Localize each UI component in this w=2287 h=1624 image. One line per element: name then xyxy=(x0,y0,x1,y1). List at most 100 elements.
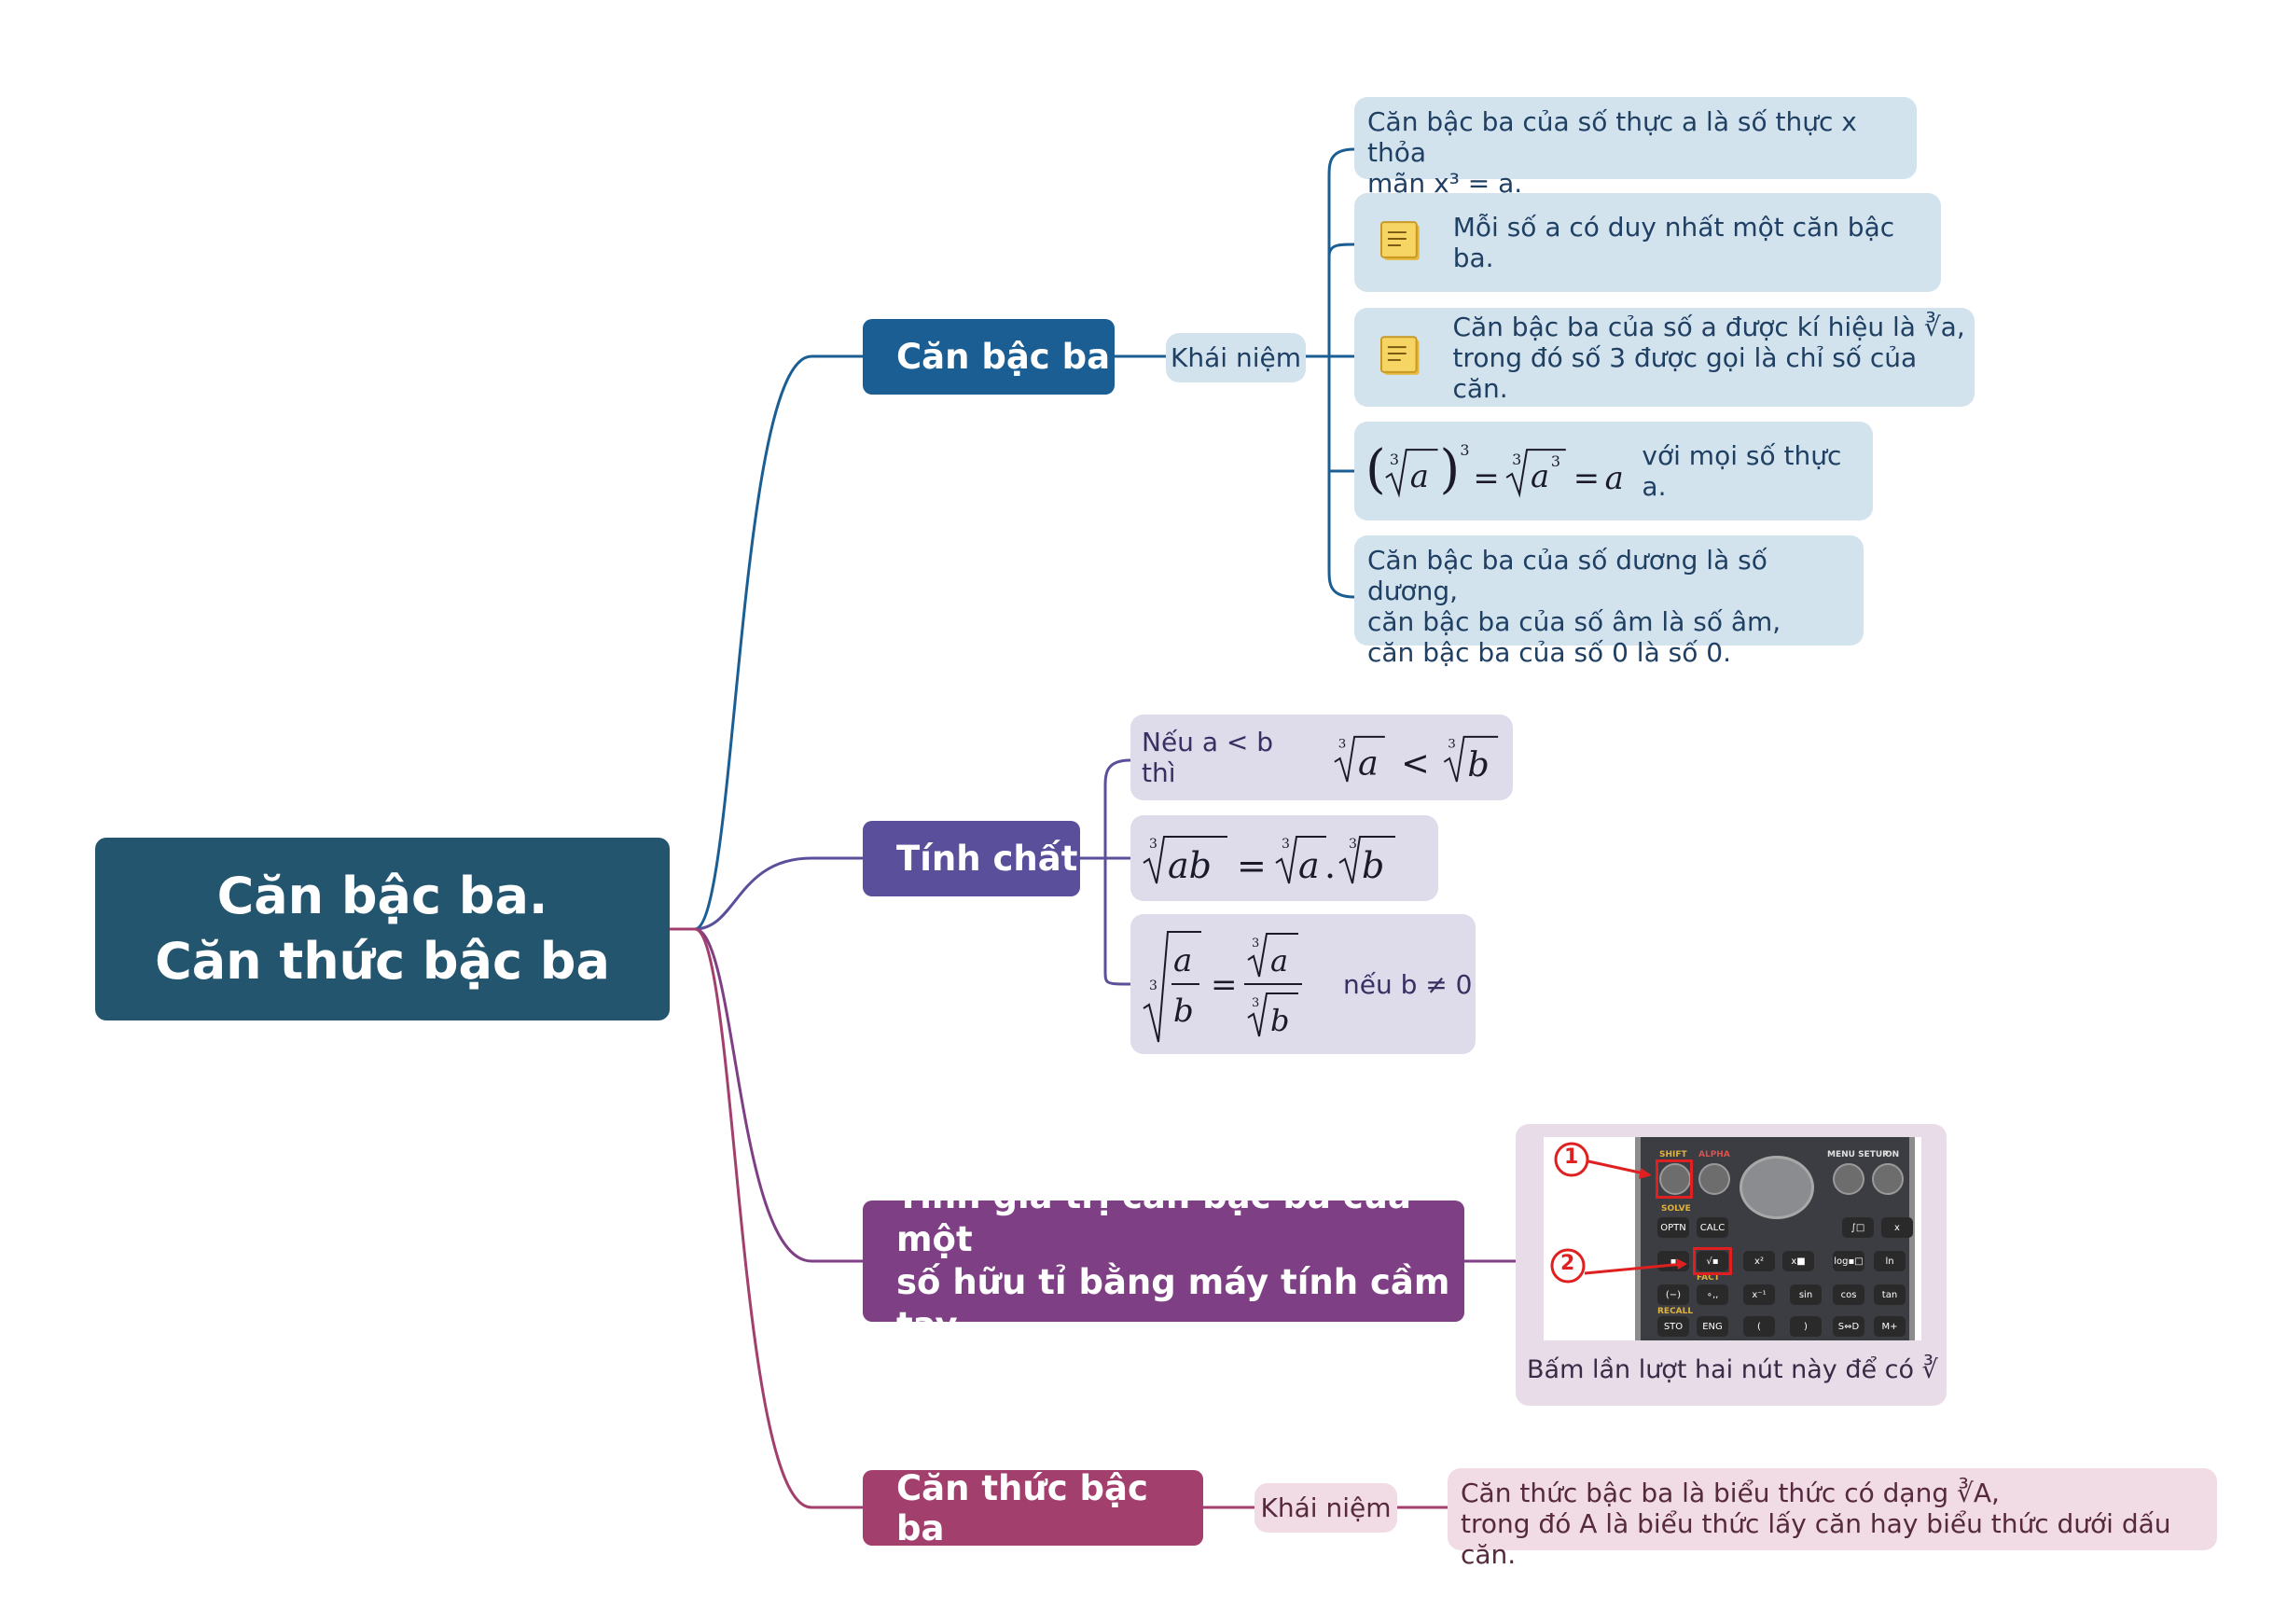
leaf-text: nếu b ≠ 0 xyxy=(1343,968,1473,1000)
calc-key[interactable]: sin xyxy=(1790,1284,1822,1305)
marker-arrows xyxy=(1550,1142,1687,1284)
calc-key[interactable]: ) xyxy=(1790,1316,1822,1337)
leaf-text: Nếu a < b thì xyxy=(1142,727,1274,788)
svg-text:b: b xyxy=(1173,992,1194,1030)
svg-text:3: 3 xyxy=(1390,451,1399,468)
calc-key[interactable]: ( xyxy=(1743,1316,1775,1337)
svg-text:ab: ab xyxy=(1168,845,1212,886)
shift-key[interactable] xyxy=(1659,1163,1691,1195)
on-key[interactable] xyxy=(1872,1163,1904,1195)
branch-can-thuc-bac-ba[interactable]: Căn thức bậc ba xyxy=(863,1467,1203,1548)
on-label: ON xyxy=(1885,1150,1900,1159)
calc-key[interactable]: cos xyxy=(1833,1284,1864,1305)
svg-text:.: . xyxy=(1324,845,1336,886)
leaf-can-thuc-definition: Căn thức bậc ba là biểu thức có dạng ∛A,… xyxy=(1448,1468,2217,1570)
shift-label: SHIFT xyxy=(1659,1150,1687,1159)
leaf-order: Nếu a < b thì 3 a < 3 b xyxy=(1130,715,1513,800)
product-formula: 3 ab = 3 a . 3 b xyxy=(1143,836,1395,886)
svg-text:b: b xyxy=(1362,845,1384,886)
svg-text:b: b xyxy=(1468,744,1490,784)
branch-may-tinh[interactable]: Tính giá trị căn bậc ba của một số hữu t… xyxy=(863,1176,1464,1345)
cube-root-key[interactable]: √▪ xyxy=(1697,1251,1728,1271)
root-title-line2: Căn thức bậc ba xyxy=(155,932,610,991)
tag-khai-niem[interactable]: Khái niệm xyxy=(1166,333,1306,382)
leaf-product: 3 ab = 3 a . 3 b xyxy=(1130,815,1438,901)
leaf-unique: Mỗi số a có duy nhất một căn bậc ba. xyxy=(1354,193,1941,292)
svg-text:(: ( xyxy=(1365,439,1386,500)
root-title-line1: Căn bậc ba. xyxy=(216,867,548,925)
calc-key[interactable]: OPTN xyxy=(1657,1217,1689,1238)
calculator-card: SHIFT ALPHA MENU SETUP ON SOLVE OPTN CAL… xyxy=(1516,1124,1947,1406)
calc-key[interactable]: ∘‚‚ xyxy=(1697,1284,1728,1305)
note-icon xyxy=(1379,336,1420,375)
leaf-text: Căn bậc ba của số dương là số dương, xyxy=(1367,545,1767,606)
leaf-identity: ( 3 a ) 3 = 3 a 3 = a với mọi số thực a. xyxy=(1354,422,1873,521)
branch-tinh-chat[interactable]: Tính chất xyxy=(863,821,1080,896)
svg-text:a: a xyxy=(1531,458,1549,494)
branch-can-bac-ba[interactable]: Căn bậc ba xyxy=(863,319,1115,395)
calc-key[interactable]: ∫□ xyxy=(1842,1217,1874,1238)
highlight-shift xyxy=(1656,1159,1693,1199)
order-formula: 3 a < 3 b xyxy=(1334,735,1499,784)
calculator-body: SHIFT ALPHA MENU SETUP ON SOLVE OPTN CAL… xyxy=(1635,1137,1915,1340)
marker-1: 1 xyxy=(1564,1145,1579,1169)
leaf-text: Căn bậc ba của số a được kí hiệu là ∛a, xyxy=(1452,311,1965,342)
calc-key[interactable]: x xyxy=(1881,1217,1913,1238)
alpha-key[interactable] xyxy=(1698,1163,1730,1195)
branch-label: Căn bậc ba xyxy=(896,337,1111,377)
tag-label: Khái niệm xyxy=(1171,342,1301,373)
calc-key[interactable]: x⁻¹ xyxy=(1743,1284,1775,1305)
svg-text:a: a xyxy=(1358,743,1379,783)
svg-text:3: 3 xyxy=(1448,736,1457,751)
connector-root-branch1 xyxy=(670,354,863,931)
calc-key[interactable]: ln xyxy=(1874,1251,1906,1271)
marker-2: 2 xyxy=(1560,1252,1575,1275)
svg-text:=: = xyxy=(1573,460,1600,496)
highlight-cube-root xyxy=(1693,1247,1732,1275)
quotient-formula: 3 a b = 3 a 3 b xyxy=(1143,931,1302,1043)
calc-key[interactable]: tan xyxy=(1874,1284,1906,1305)
calc-key[interactable]: (−) xyxy=(1657,1284,1689,1305)
leaf-text: với mọi số thực a. xyxy=(1642,440,1842,502)
menu-label: MENU SETUP xyxy=(1827,1150,1889,1159)
root-node: Căn bậc ba. Căn thức bậc ba xyxy=(95,838,670,1020)
svg-text:3: 3 xyxy=(1338,736,1347,751)
calc-key[interactable]: x² xyxy=(1743,1251,1775,1271)
fact-label: FACT xyxy=(1697,1273,1720,1283)
svg-text:3: 3 xyxy=(1460,441,1469,459)
calc-key[interactable]: S⇔D xyxy=(1833,1316,1864,1337)
svg-text:b: b xyxy=(1270,1003,1289,1038)
svg-text:): ) xyxy=(1440,439,1461,500)
calculator-image: SHIFT ALPHA MENU SETUP ON SOLVE OPTN CAL… xyxy=(1544,1137,1921,1340)
connector-root-branch4 xyxy=(670,927,863,1509)
tag-khai-niem-2[interactable]: Khái niệm xyxy=(1254,1483,1397,1533)
leaf-text: Căn bậc ba của số thực a là số thực x th… xyxy=(1367,106,1857,168)
branch-label-line2: số hữu tỉ bằng máy tính cầm tay xyxy=(896,1262,1450,1345)
calc-key[interactable]: ENG xyxy=(1697,1316,1728,1337)
leaf-text: Mỗi số a có duy nhất một căn bậc ba. xyxy=(1452,212,1895,273)
leaf-notation: Căn bậc ba của số a được kí hiệu là ∛a, … xyxy=(1354,308,1975,407)
svg-text:3: 3 xyxy=(1282,837,1290,852)
calculator-caption: Bấm lần lượt hai nút này để có ∛ xyxy=(1527,1355,1938,1384)
tag-label: Khái niệm xyxy=(1260,1492,1392,1523)
calc-key[interactable]: CALC xyxy=(1697,1217,1728,1238)
calc-key[interactable]: M+ xyxy=(1874,1316,1906,1337)
branch-label: Tính chất xyxy=(896,839,1078,879)
solve-label: SOLVE xyxy=(1661,1204,1691,1214)
menu-key[interactable] xyxy=(1833,1163,1864,1195)
navigation-pad[interactable] xyxy=(1740,1156,1814,1219)
connector-root-branch2 xyxy=(670,856,863,931)
svg-text:3: 3 xyxy=(1149,979,1157,993)
svg-text:=: = xyxy=(1237,845,1267,886)
leaf-quotient: 3 a b = 3 a 3 b nếu b ≠ 0 xyxy=(1130,914,1476,1054)
calc-key[interactable]: STO xyxy=(1657,1316,1689,1337)
leaf-text: trong đó A là biểu thức lấy căn hay biểu… xyxy=(1461,1508,2171,1570)
branch-label: Căn thức bậc ba xyxy=(896,1467,1148,1548)
svg-text:<: < xyxy=(1402,743,1431,783)
calc-key[interactable]: x■ xyxy=(1782,1251,1814,1271)
svg-text:3: 3 xyxy=(1252,937,1259,951)
note-icon xyxy=(1379,221,1420,260)
calc-key[interactable]: log▪□ xyxy=(1833,1251,1864,1271)
svg-text:=: = xyxy=(1211,966,1238,1004)
